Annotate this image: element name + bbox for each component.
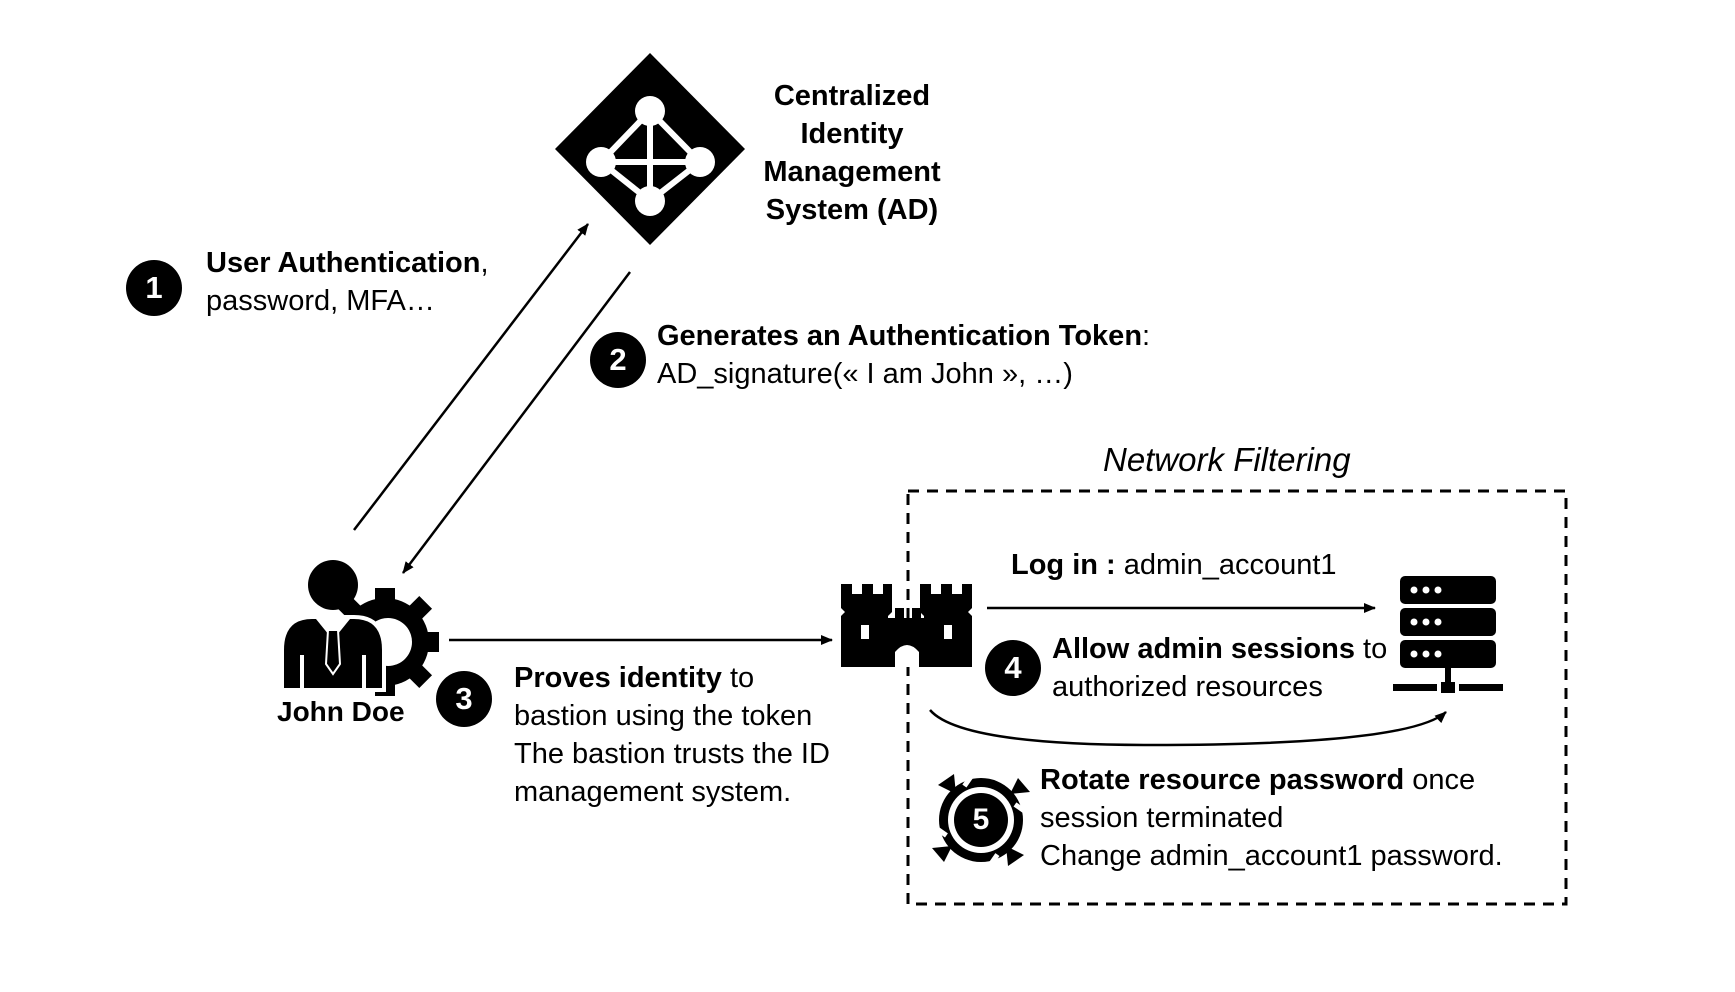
step-3-bold: Proves identity	[514, 662, 722, 694]
step-4-bold: Allow admin sessions	[1052, 633, 1355, 665]
step-5-bold: Rotate resource password	[1040, 764, 1405, 796]
step-3-line-4: management system.	[514, 776, 792, 808]
step-2-rest: :	[1142, 320, 1151, 352]
step-1-rest: ,	[480, 247, 489, 279]
step-4-line-2: authorized resources	[1052, 671, 1323, 703]
castle-tower-icon	[841, 584, 972, 667]
login-label: Log in : admin_account1	[1011, 546, 1337, 584]
step-4-rest: to	[1354, 633, 1388, 665]
step-3-line-1: Proves identity to	[514, 659, 830, 697]
identity-system-title-line: Management	[763, 156, 941, 188]
arrow-ad-to-user	[402, 271, 631, 574]
user-gear-icon	[280, 560, 439, 696]
step-2-badge: 2	[590, 332, 646, 388]
network-filtering-boundary	[906, 489, 1568, 906]
step-5-rest: once	[1404, 764, 1476, 796]
step-5-line-1: Rotate resource password once	[1040, 761, 1503, 799]
step-3-line-2: bastion using the token	[514, 700, 813, 732]
step-1-line-1: User Authentication,	[206, 244, 489, 282]
arrow-session-curve	[929, 709, 1447, 747]
identity-system-title-line: Centralized	[773, 80, 931, 112]
step-1-badge: 1	[126, 260, 182, 316]
identity-system-title-line: Identity	[800, 118, 904, 150]
identity-system-title-line: System (AD)	[765, 194, 939, 226]
step-5-line-2: session terminated	[1040, 802, 1284, 834]
step-4-line-1: Allow admin sessions to	[1052, 630, 1387, 668]
step-5-badge: 5	[972, 803, 990, 836]
step-2-text: Generates an Authentication Token: AD_si…	[657, 317, 1150, 393]
step-3-badge: 3	[436, 671, 492, 727]
rotate-arrows-icon	[932, 773, 1030, 868]
step-1-line-2: password, MFA…	[206, 285, 435, 317]
step-3-line-3: The bastion trusts the ID	[514, 738, 830, 770]
identity-system-title: Centralized Identity Management System (…	[737, 77, 967, 229]
user-name-label: John Doe	[277, 696, 405, 727]
step-4-badge: 4	[985, 640, 1041, 696]
login-account: admin_account1	[1115, 549, 1337, 581]
step-2-line-1: Generates an Authentication Token:	[657, 317, 1150, 355]
step-1-bold: User Authentication	[206, 247, 481, 279]
azure-ad-diamond-icon	[555, 53, 745, 245]
network-filtering-title: Network Filtering	[1103, 441, 1351, 478]
step-3-text: Proves identity to bastion using the tok…	[514, 659, 830, 811]
step-1-text: User Authentication, password, MFA…	[206, 244, 489, 320]
step-5-text: Rotate resource password once session te…	[1040, 761, 1503, 875]
step-5-line-3: Change admin_account1 password.	[1040, 840, 1503, 872]
step-4-text: Allow admin sessions to authorized resou…	[1052, 630, 1387, 706]
step-2-line-2: AD_signature(« I am John », …)	[657, 358, 1073, 390]
server-rack-icon	[1393, 576, 1503, 693]
step-2-bold: Generates an Authentication Token	[657, 320, 1143, 352]
step-3-rest: to	[721, 662, 755, 694]
arrow-user-to-ad	[353, 223, 589, 531]
login-bold: Log in :	[1011, 549, 1116, 581]
